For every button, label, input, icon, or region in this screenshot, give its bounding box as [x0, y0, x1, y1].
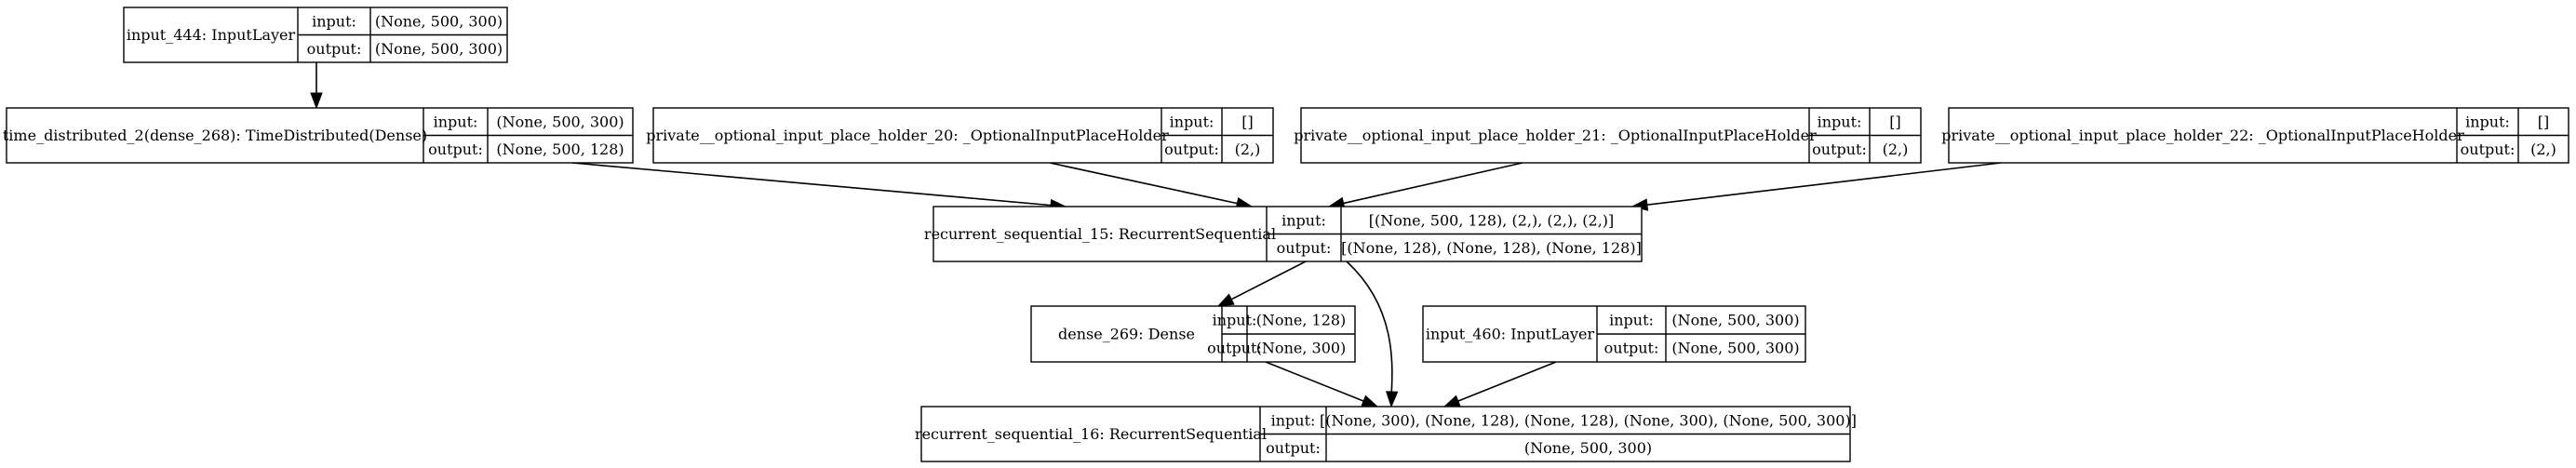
node-name: time_distributed_2(dense_268): TimeDistr…: [3, 127, 427, 144]
edge-line: [1265, 361, 1370, 405]
arrowhead: [1361, 394, 1379, 408]
layer-node-dense-269: dense_269: Dense input: output: (None, 128)…: [1030, 305, 1356, 363]
layer-node-recurrent-sequential-16: recurrent_sequential_16: RecurrentSequen…: [915, 406, 1857, 462]
output-label: output:: [307, 40, 362, 58]
arrowhead: [1442, 394, 1461, 408]
layer-node-input-460: input_460: InputLayer input: output: (None,…: [1422, 305, 1806, 363]
edge-line: [1641, 162, 2002, 207]
edge-placeholder-22-to-recurrent-sequential-15: [1630, 162, 2002, 211]
edge-placeholder-20-to-recurrent-sequential-15: [1049, 162, 1254, 210]
input-shape: [(None, 300), (None, 128), (None, 128), …: [1320, 411, 1857, 429]
edge-placeholder-21-to-recurrent-sequential-15: [1327, 162, 1523, 209]
input-shape: (None, 500, 300): [1671, 312, 1799, 329]
layer-node-time-distributed-2: time_distributed_2(dense_268): TimeDistr…: [3, 107, 634, 164]
input-label: input:: [1213, 312, 1257, 329]
node-name: recurrent_sequential_16: RecurrentSequen…: [915, 425, 1267, 443]
input-label: input:: [434, 113, 478, 130]
input-shape: []: [1241, 113, 1253, 130]
node-name: private__optional_input_place_holder_20:…: [646, 127, 1169, 144]
edge-line: [1346, 261, 1393, 398]
output-shape: (None, 500, 128): [496, 140, 624, 158]
edge-time-distributed-2-to-recurrent-sequential-15: [571, 162, 1067, 212]
input-label: input:: [1271, 411, 1316, 429]
input-label: input:: [1818, 113, 1862, 130]
input-shape: []: [1889, 113, 1900, 130]
output-shape: (None, 500, 300): [1671, 340, 1799, 357]
edge-line: [1049, 162, 1243, 206]
input-label: input:: [2465, 113, 2510, 130]
output-label: output:: [1812, 140, 1867, 158]
edge-line: [1452, 361, 1557, 405]
output-shape: [(None, 128), (None, 128), (None, 128)]: [1341, 239, 1642, 257]
output-shape: (None, 500, 300): [1524, 439, 1652, 457]
input-shape: (None, 128): [1256, 312, 1347, 329]
input-label: input:: [1281, 211, 1326, 229]
output-label: output:: [428, 140, 483, 158]
output-shape: (None, 300): [1256, 340, 1347, 357]
node-name: private__optional_input_place_holder_22:…: [1941, 127, 2464, 144]
node-name: recurrent_sequential_15: RecurrentSequen…: [924, 225, 1276, 243]
edge-input-460-to-recurrent-sequential-16: [1442, 361, 1557, 408]
edge-dense-269-to-recurrent-sequential-16: [1265, 361, 1379, 408]
layer-node-placeholder-20: private__optional_input_place_holder_20:…: [646, 107, 1274, 164]
output-label: output:: [2461, 140, 2516, 158]
output-label: output:: [1604, 340, 1659, 357]
input-shape: []: [2538, 113, 2549, 130]
edge-line: [571, 162, 1057, 207]
input-shape: (None, 500, 300): [375, 12, 503, 30]
layer-node-placeholder-21: private__optional_input_place_holder_21:…: [1294, 107, 1922, 164]
input-shape: [(None, 500, 128), (2,), (2,), (2,)]: [1369, 211, 1615, 229]
edge-line: [1337, 162, 1523, 206]
arrowhead: [310, 92, 323, 110]
node-name: dense_269: Dense: [1058, 326, 1195, 343]
output-shape: (2,): [1883, 140, 1909, 158]
output-shape: (2,): [2530, 140, 2556, 158]
node-name: input_444: InputLayer: [127, 26, 296, 44]
node-name: private__optional_input_place_holder_21:…: [1294, 127, 1817, 144]
output-label: output:: [1207, 340, 1262, 357]
input-label: input:: [1170, 113, 1214, 130]
edge-line: [1226, 261, 1307, 303]
output-shape: (None, 500, 300): [375, 40, 503, 58]
edge-input-444-to-time-distributed-2: [310, 62, 323, 110]
input-label: input:: [312, 12, 356, 30]
layer-node-input-444: input_444: InputLayer input: output: (None,…: [123, 7, 508, 63]
nodes-layer: input_444: InputLayerinput:output:(None,…: [3, 7, 2569, 462]
output-shape: (2,): [1235, 140, 1261, 158]
arrowhead: [1385, 391, 1399, 408]
layer-node-recurrent-sequential-15: recurrent_sequential_15: RecurrentSequen…: [924, 206, 1643, 262]
edge-recurrent-sequential-15-to-recurrent-sequential-16: [1346, 261, 1399, 408]
layer-node-placeholder-22: private__optional_input_place_holder_22:…: [1941, 107, 2569, 164]
arrowhead: [1216, 293, 1235, 307]
input-shape: (None, 500, 300): [496, 113, 624, 130]
output-label: output:: [1277, 239, 1332, 257]
output-label: output:: [1164, 140, 1219, 158]
output-label: output:: [1266, 439, 1321, 457]
input-label: input:: [1609, 312, 1654, 329]
edge-recurrent-sequential-15-to-dense-269: [1216, 261, 1307, 307]
node-name: input_460: InputLayer: [1426, 326, 1595, 343]
